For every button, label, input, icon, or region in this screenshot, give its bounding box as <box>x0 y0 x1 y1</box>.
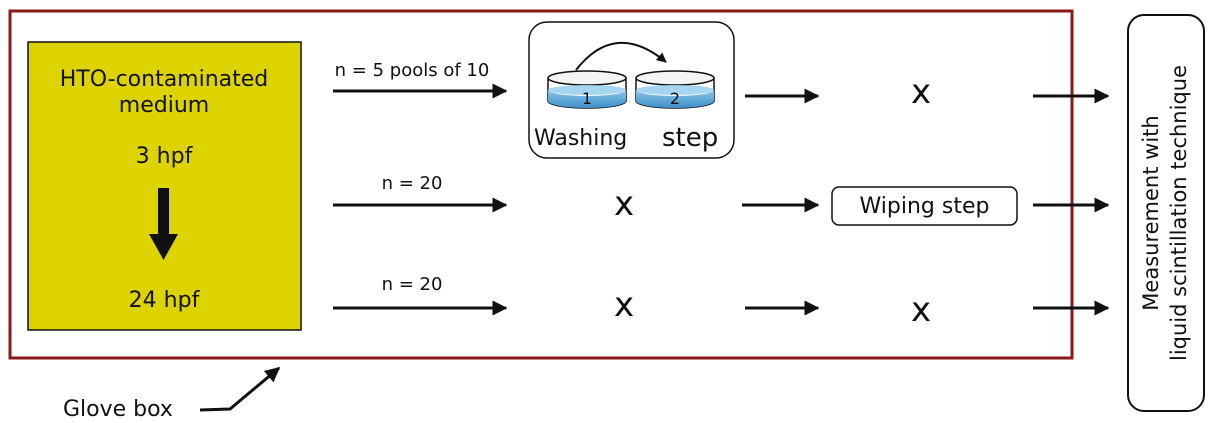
source-title-line2: medium <box>119 93 209 118</box>
row3-step2-mark: x <box>911 290 931 330</box>
dish-2 <box>635 70 715 109</box>
washing-step-word: step <box>662 123 718 153</box>
end-time-label: 24 hpf <box>129 288 201 313</box>
dish-2-label: 2 <box>670 89 680 108</box>
measurement-line2: liquid scintillation technique <box>1167 65 1191 361</box>
row2-n-label: n = 20 <box>382 173 443 194</box>
glove-box-label: Glove box <box>63 397 173 422</box>
row3-n-label: n = 20 <box>382 274 443 295</box>
row1-step2-mark: x <box>911 72 931 112</box>
dish-1 <box>547 70 627 109</box>
measurement-box <box>1127 14 1205 412</box>
start-time-label: 3 hpf <box>136 144 194 169</box>
row3-step1-mark: x <box>614 285 634 325</box>
dish-1-label: 1 <box>582 89 592 108</box>
washing-step-box: 1 2 Washing step <box>528 21 735 159</box>
source-box <box>27 41 302 331</box>
time-down-arrow <box>149 188 178 260</box>
washing-word: Washing <box>534 126 627 151</box>
transfer-arc <box>575 41 667 71</box>
wiping-step-box <box>831 186 1018 226</box>
source-title-line1: HTO-contaminated <box>60 67 269 92</box>
glove-box-border <box>8 9 1074 360</box>
wiping-step-label: Wiping step <box>860 194 990 219</box>
row2-step1-mark: x <box>614 184 634 224</box>
row1-n-label: n = 5 pools of 10 <box>335 60 490 81</box>
glove-box-pointer <box>199 366 281 412</box>
measurement-line1: Measurement with <box>1139 115 1163 310</box>
